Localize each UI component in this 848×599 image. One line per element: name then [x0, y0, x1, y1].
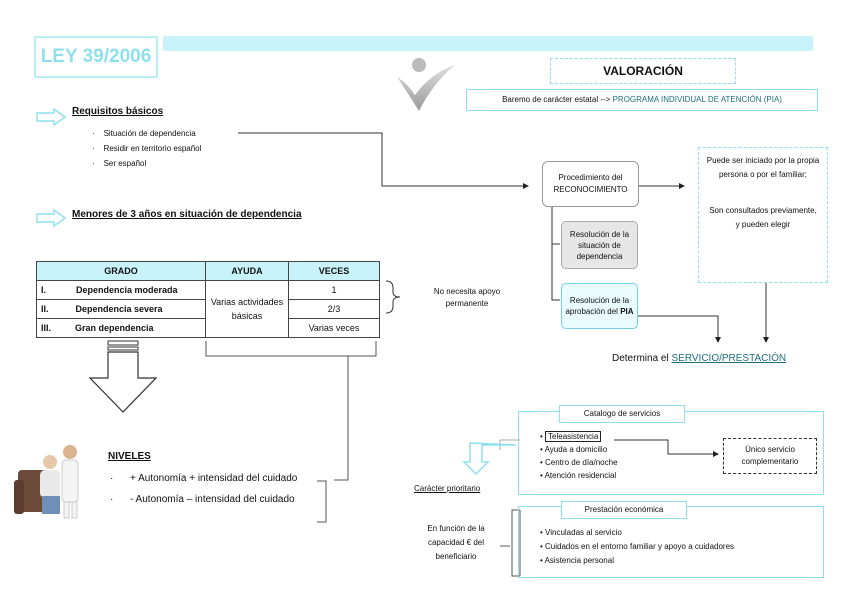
- list-item: · Residir en territorio español: [92, 144, 202, 153]
- iniciado-text: Puede ser iniciado por la propia persona…: [706, 156, 820, 179]
- checkmark-person-icon: [397, 58, 455, 111]
- list-item: • Atención residencial: [540, 471, 617, 480]
- list-item: · + Autonomía + intensidad del cuidado: [110, 473, 298, 484]
- arrow-right-icon: [36, 209, 66, 227]
- pia-program-label: PROGRAMA INDIVIDUAL DE ATENCIÓN (PIA): [612, 95, 782, 104]
- procedimiento-box: Procedimiento del RECONOCIMIENTO: [542, 161, 639, 207]
- niveles-list: · + Autonomía + intensidad del cuidado ·…: [110, 473, 297, 505]
- servicio-prestacion-link[interactable]: SERVICIO/PRESTACIÓN: [671, 353, 787, 364]
- list-item: · - Autonomía – intensidad del cuidado: [110, 494, 295, 505]
- baremo-box: Baremo de carácter estatal --> PROGRAMA …: [466, 89, 818, 111]
- en-funcion-label: En función de la capacidad € del benefic…: [427, 524, 485, 561]
- requisitos-heading: Requisitos básicos: [72, 106, 164, 117]
- valoracion-heading: VALORACIÓN: [550, 58, 736, 84]
- list-item: • Asistencia personal: [540, 556, 614, 565]
- prestacion-list: • Vinculadas al servicio • Cuidados en e…: [540, 526, 734, 568]
- list-item: • Vinculadas al servicio: [540, 528, 622, 537]
- brace-icon: [317, 480, 327, 523]
- caracter-prioritario-label: Carácter prioritario: [414, 484, 481, 493]
- list-item: • Centro de día/noche: [540, 458, 618, 467]
- list-item: • Teleasistencia: [540, 430, 618, 443]
- menores-heading: Menores de 3 años en situación de depend…: [72, 209, 302, 220]
- niveles-heading: NIVELES: [108, 451, 151, 462]
- arrow-right-icon: [36, 108, 66, 126]
- prestacion-heading: Prestación económica: [561, 501, 687, 519]
- no-necesita-label: No necesita apoyo permanente: [433, 287, 501, 308]
- requisitos-list: · Situación de dependencia · Residir en …: [92, 129, 201, 171]
- table-row: III.Gran dependencia Varias veces: [36, 318, 380, 338]
- list-item: · Ser español: [92, 159, 147, 168]
- iniciado-box: Puede ser iniciado por la propia persona…: [698, 147, 828, 283]
- resolucion-situacion-box: Resolución de la situación de dependenci…: [561, 221, 638, 269]
- resolucion-pia-box: Resolución de la aprobación del PIA: [561, 283, 638, 329]
- grado-table: GRADO AYUDA VECES I.Dependencia moderada…: [36, 261, 380, 338]
- baremo-prefix: Baremo de carácter estatal -->: [502, 95, 611, 104]
- catalogo-list: • Teleasistencia • Ayuda a domicilio • C…: [540, 430, 618, 482]
- arrow-left-down-icon: [462, 442, 517, 476]
- catalogo-heading: Catalogo de servicios: [559, 405, 685, 423]
- page-title: LEY 39/2006: [34, 36, 158, 78]
- unico-servicio-box: Único servicio complementario: [723, 438, 817, 474]
- title-bar: [163, 36, 813, 51]
- list-item: · Situación de dependencia: [92, 129, 196, 138]
- list-item: • Ayuda a domicilio: [540, 445, 608, 454]
- consultados-text: Son consultados previamente, y pueden el…: [709, 206, 817, 229]
- connector-lines: [205, 341, 377, 481]
- caregiver-image: [14, 445, 79, 519]
- brace-icon: [385, 280, 401, 314]
- list-item: • Cuidados en el entorno familiar y apoy…: [540, 542, 735, 551]
- down-arrow-icon: [88, 340, 158, 413]
- determina-label: Determina el SERVICIO/PRESTACIÓN: [612, 353, 787, 364]
